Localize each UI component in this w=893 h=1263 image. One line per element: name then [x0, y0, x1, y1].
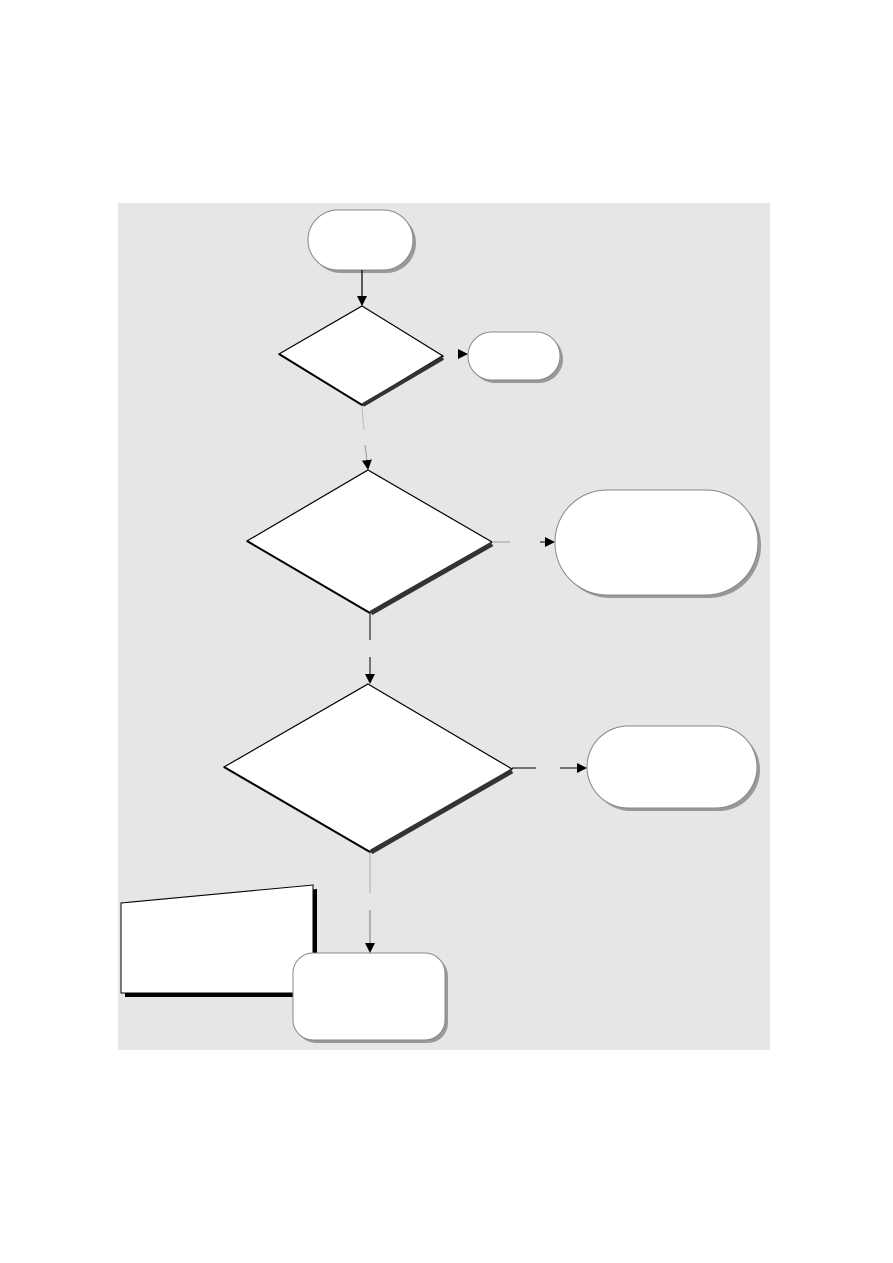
connector-decision-1-to-decision-2-arrow: [361, 444, 372, 470]
decision-1-diamond: [277, 305, 445, 407]
start-terminator: [307, 209, 416, 273]
decision-3-diamond: [222, 683, 514, 855]
exit-3-terminator: [586, 725, 760, 811]
process-end-box: [292, 952, 448, 1043]
decision-2-diamond: [245, 469, 494, 616]
exit-1-terminator: [467, 331, 563, 383]
connector-decision-1-to-decision-2: [361, 406, 365, 431]
manual-input-shape: [120, 884, 317, 997]
exit-2-terminator: [554, 489, 761, 598]
